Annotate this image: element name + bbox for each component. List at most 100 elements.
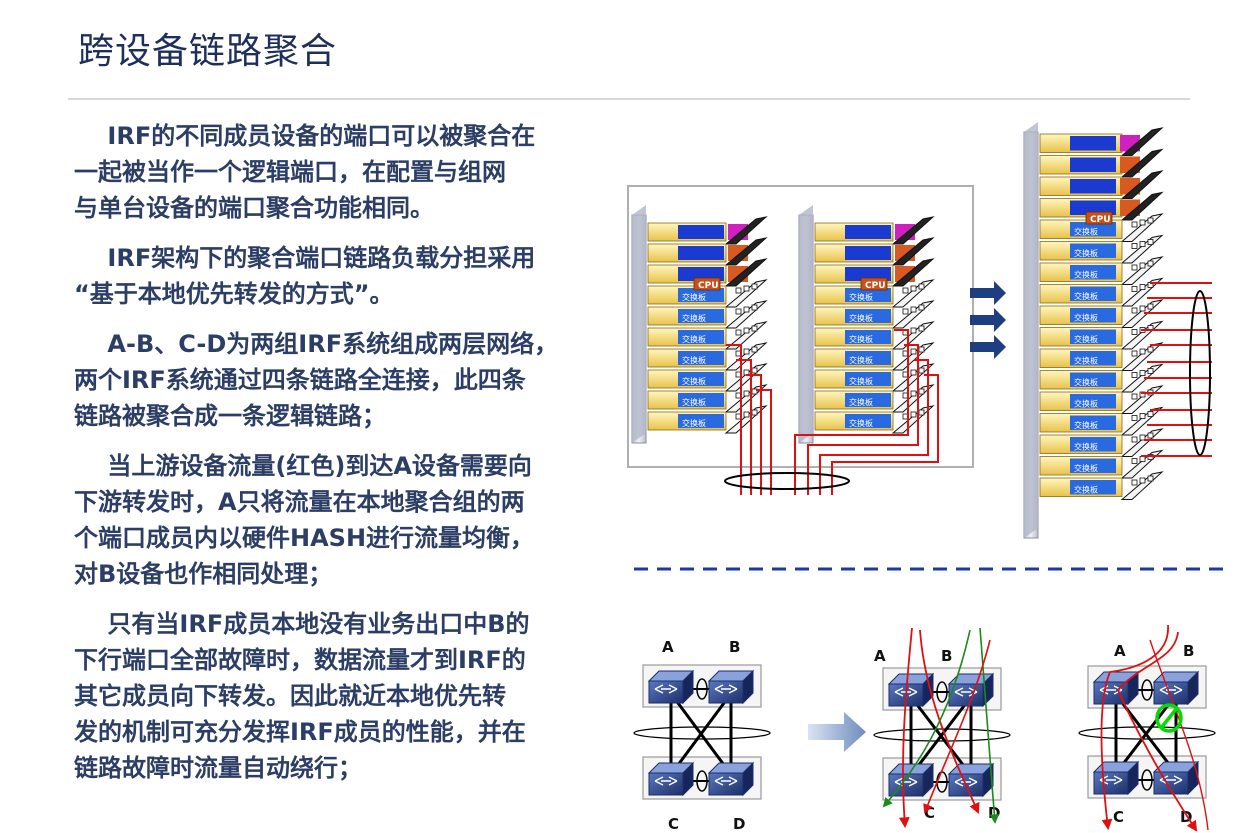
- port: [751, 304, 758, 311]
- card-chip: [1070, 243, 1116, 258]
- card-chip: [845, 393, 891, 407]
- aggregated-links-right: [1141, 282, 1212, 457]
- port: [1131, 221, 1138, 228]
- body-line: 只有当IRF成员本地没有业务出口中B的: [74, 610, 530, 638]
- port: [1139, 219, 1146, 226]
- title-divider: [68, 98, 1190, 100]
- card-chip: [1070, 222, 1116, 237]
- node-label-d: D: [733, 815, 745, 833]
- chassis-side: [1024, 122, 1038, 538]
- port: [751, 346, 758, 353]
- port: [1147, 411, 1154, 417]
- cpu-label: CPU: [1090, 215, 1111, 225]
- card-chip: [845, 267, 891, 281]
- port: [1147, 239, 1154, 245]
- body-paragraph: 当上游设备流量(红色)到达A设备需要向下游转发时，A只将流量在本地聚合组的两个端…: [74, 448, 614, 592]
- port: [902, 287, 909, 294]
- card-chip: [678, 330, 724, 344]
- port: [918, 388, 925, 395]
- node-label-a: A: [1114, 642, 1126, 660]
- card-faceplate: [724, 237, 768, 266]
- cpu-badge: [693, 277, 721, 291]
- port: [735, 308, 742, 315]
- card-label: 交换板: [1074, 313, 1098, 323]
- body-line: 其它成员向下转发。因此就近本地优先转: [74, 682, 506, 710]
- arrow-right-icon: [970, 335, 1006, 359]
- cpu-badge: [1085, 211, 1113, 225]
- card-label: 交换板: [1074, 227, 1098, 237]
- port: [910, 306, 917, 313]
- cpu-label: CPU: [865, 281, 886, 291]
- full-mesh-links: [909, 701, 973, 771]
- body-line: IRF的不同成员设备的端口可以被聚合在: [74, 122, 536, 150]
- node-label-a: A: [874, 647, 886, 665]
- port: [735, 287, 742, 294]
- card-chip: [1070, 480, 1116, 495]
- port: [902, 308, 909, 315]
- card-chip: [678, 414, 724, 428]
- body-line: 一起被当作一个逻辑端口，在配置与组网: [74, 158, 506, 186]
- body-paragraph: IRF的不同成员设备的端口可以被聚合在一起被当作一个逻辑端口，在配置与组网与单台…: [74, 118, 614, 226]
- card-label: 交换板: [849, 334, 873, 344]
- card-faceplate: [724, 216, 768, 245]
- card-chip: [1070, 136, 1116, 151]
- port: [910, 285, 917, 292]
- port: [918, 304, 925, 311]
- card-label: 交换板: [1074, 356, 1098, 366]
- card-label: 交换板: [849, 376, 873, 386]
- card-faceplate: [1120, 170, 1164, 199]
- port: [1147, 217, 1154, 224]
- switch-icon: [947, 762, 995, 798]
- card-faceplate: [1120, 191, 1164, 221]
- card-chip: [1070, 200, 1116, 215]
- card-chip: [845, 288, 891, 302]
- switch-icon: [647, 761, 695, 797]
- node-label-a: A: [662, 638, 674, 656]
- port: [743, 390, 750, 397]
- body-text: IRF的不同成员设备的端口可以被聚合在一起被当作一个逻辑端口，在配置与组网与单台…: [74, 118, 614, 800]
- card-chip: [845, 246, 891, 260]
- card-label: 交换板: [1074, 420, 1098, 430]
- port: [910, 327, 917, 334]
- port: [751, 409, 758, 416]
- body-line: 当上游设备流量(红色)到达A设备需要向: [74, 452, 532, 480]
- card-chip: [1070, 458, 1116, 473]
- port: [1147, 260, 1154, 267]
- card-chip: [845, 225, 891, 239]
- port: [1139, 477, 1146, 484]
- port: [910, 411, 917, 418]
- link-failure-icon: [1155, 703, 1183, 733]
- node-label-b: B: [941, 647, 952, 665]
- card-label: 交换板: [1074, 377, 1098, 387]
- card-label: 交换板: [1074, 442, 1098, 452]
- body-line: 对B设备也作相同处理；: [74, 560, 333, 588]
- port: [1131, 329, 1138, 335]
- port: [751, 283, 758, 290]
- port: [1139, 348, 1146, 355]
- port: [1147, 368, 1154, 374]
- node-label-b: B: [1183, 642, 1194, 660]
- card-label: 交换板: [849, 397, 873, 407]
- card-faceplate: [891, 237, 935, 266]
- port: [751, 325, 758, 332]
- aggregated-links-left: [726, 329, 939, 495]
- card-label: 交换板: [682, 313, 706, 323]
- port: [1131, 307, 1138, 314]
- card-chip: [1070, 329, 1116, 344]
- port: [1131, 243, 1138, 249]
- card-label: 交换板: [682, 376, 706, 386]
- slide-title: 跨设备链路聚合: [78, 31, 338, 72]
- body-line: “基于本地优先转发的方式”。: [74, 280, 394, 308]
- port: [918, 367, 925, 374]
- card-label: 交换板: [1074, 270, 1098, 280]
- arrow-right-icon: [970, 281, 1006, 305]
- card-chip: [1070, 437, 1116, 452]
- switch-icon: [887, 672, 935, 708]
- card-label: 交换板: [1074, 485, 1098, 495]
- port: [918, 283, 925, 290]
- switch-icon: [1152, 760, 1200, 796]
- card-chip: [678, 393, 724, 407]
